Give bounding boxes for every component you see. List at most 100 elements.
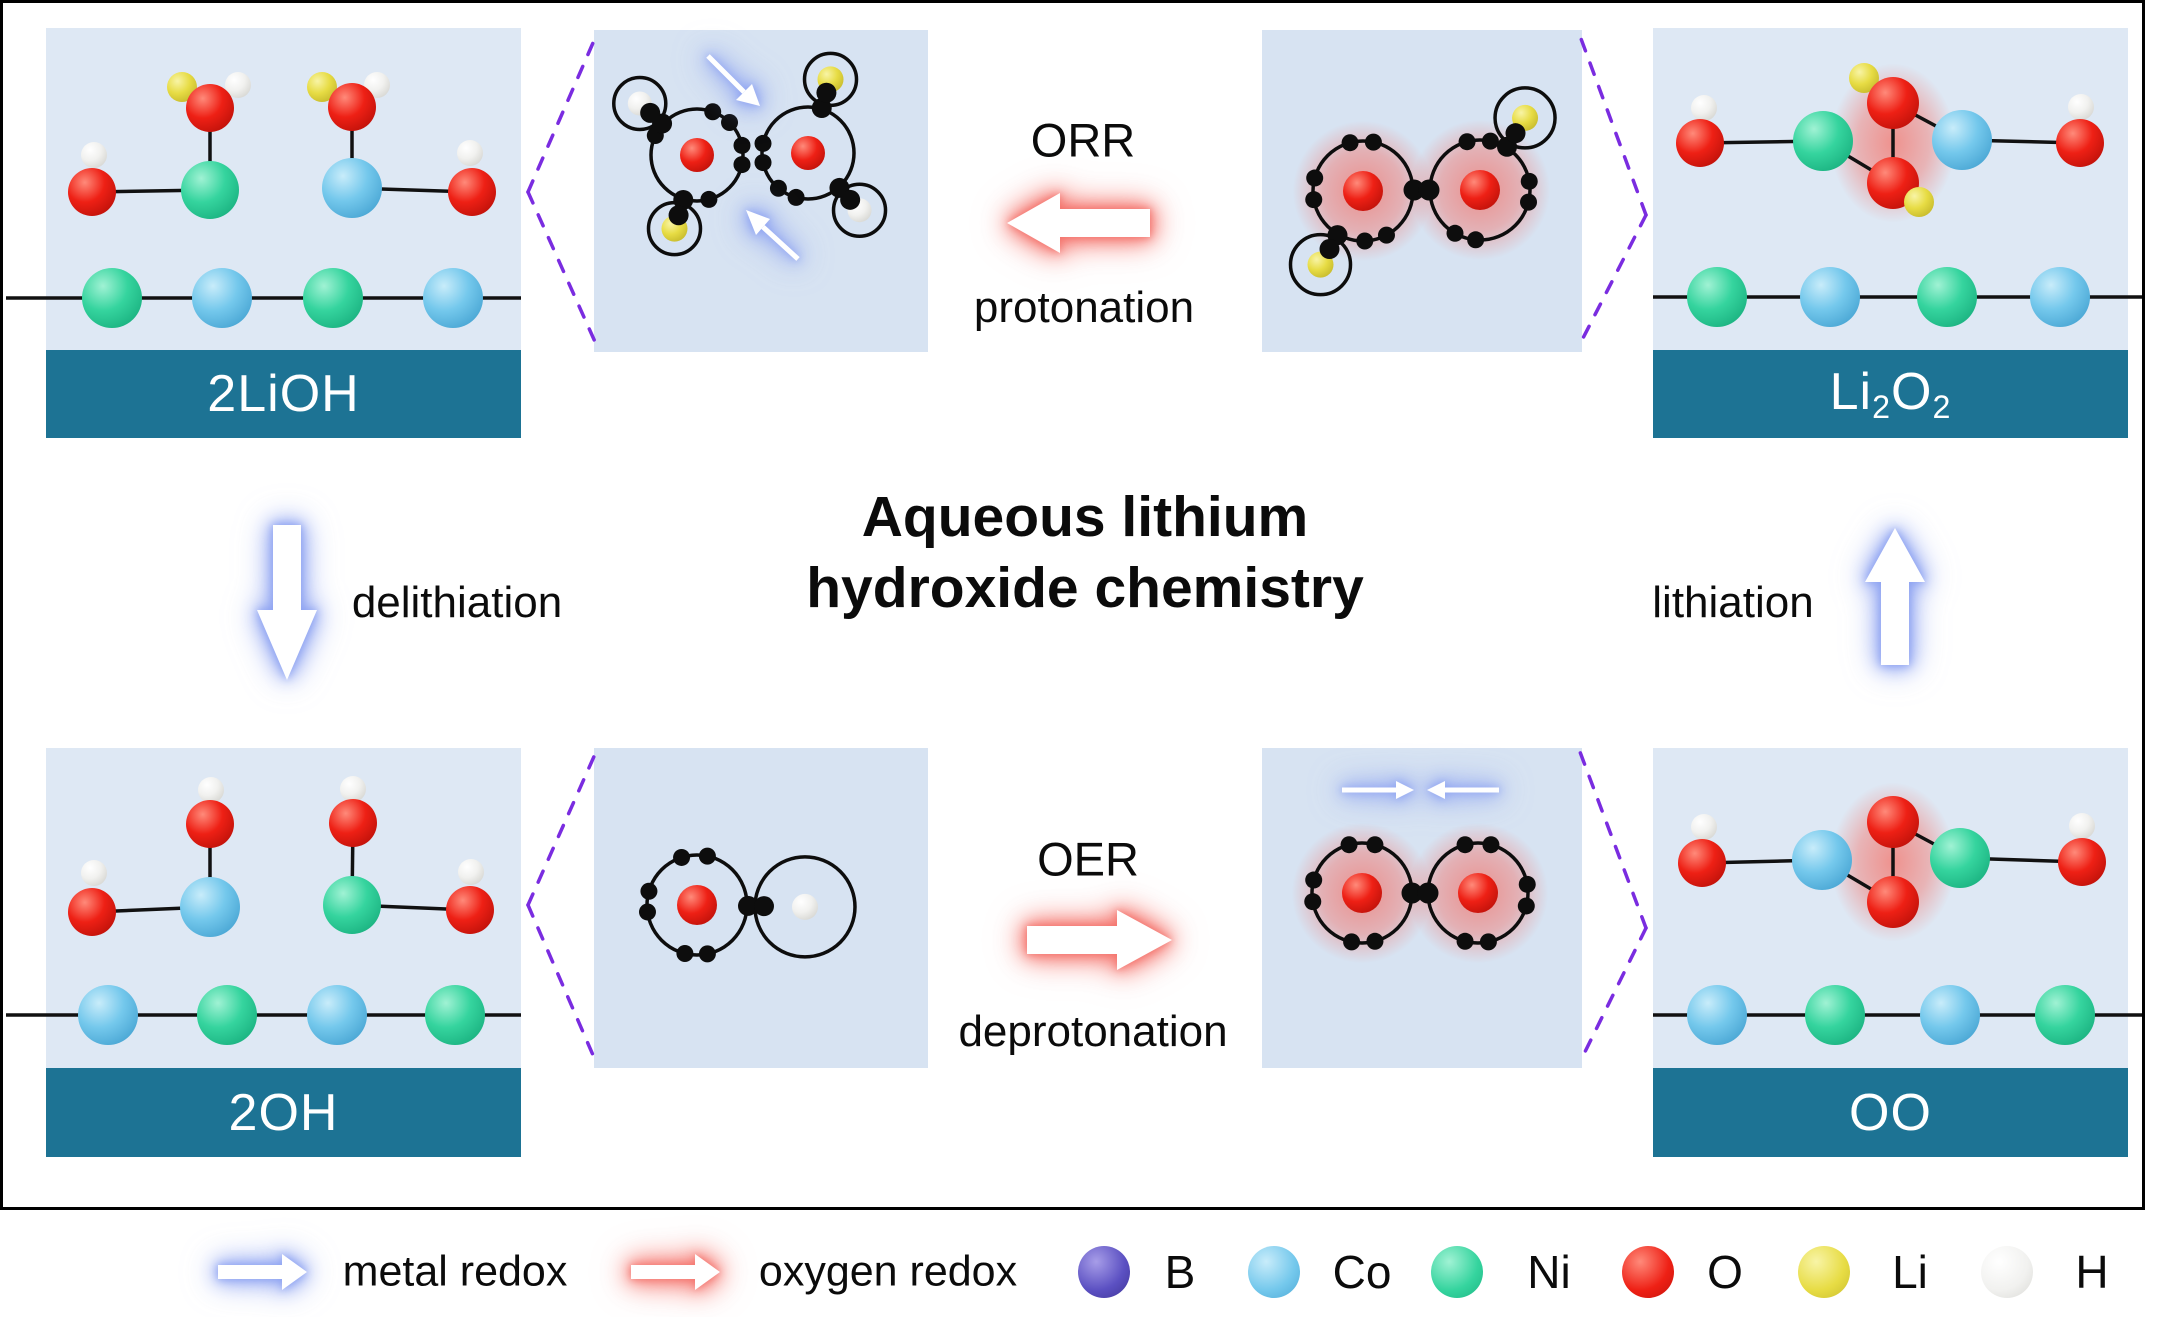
atom-o xyxy=(1460,170,1500,210)
atom-o xyxy=(1458,873,1498,913)
legend-atom-ni-swatch xyxy=(1431,1246,1483,1298)
electron-dot xyxy=(1520,172,1538,190)
atom-h xyxy=(81,142,107,168)
electron-approach-arrows-top xyxy=(706,54,800,261)
electron-dot xyxy=(673,848,691,866)
orbital-circle xyxy=(612,75,668,132)
bonding-electron-pair xyxy=(753,896,774,917)
legend-atom-o-swatch xyxy=(1622,1246,1674,1298)
bonding-electron-pair xyxy=(737,895,758,916)
electron-dot xyxy=(704,103,722,121)
electron-dot xyxy=(640,882,658,900)
electron-dot xyxy=(698,847,716,865)
state-bar-2oh: 2OH xyxy=(46,1068,521,1157)
electron-dot xyxy=(1305,191,1323,209)
electron-dot xyxy=(1305,871,1323,889)
atom-li xyxy=(307,72,337,102)
atom-li xyxy=(167,72,197,102)
atom-ni xyxy=(197,985,257,1045)
delithiation-label: delithiation xyxy=(351,578,563,627)
atom-ni xyxy=(303,268,363,328)
atom-o xyxy=(1867,77,1919,129)
zoom-callout-lines xyxy=(526,34,1648,1064)
legend-atom-li-label: Li xyxy=(1892,1246,1928,1298)
atom-o xyxy=(1676,119,1724,167)
atom-o xyxy=(328,83,376,131)
zoom-panel-2lioh xyxy=(594,30,928,352)
electron-orbit xyxy=(649,107,745,203)
orbital-circle xyxy=(1493,86,1557,150)
atom-o xyxy=(186,800,234,848)
atom-ni xyxy=(1793,111,1853,171)
atom-h xyxy=(81,860,107,886)
electron-dot xyxy=(700,190,718,208)
legend-atom-co-label: Co xyxy=(1332,1246,1392,1298)
atom-o xyxy=(680,138,714,172)
bonding-electron-pair xyxy=(640,102,661,123)
figure-title-line2: hydroxide chemistry xyxy=(806,556,1364,620)
atom-h xyxy=(225,72,251,98)
atom-h xyxy=(791,893,818,920)
deprotonation-label: deprotonation xyxy=(958,1007,1228,1056)
atom-h xyxy=(364,72,390,98)
atom-ni xyxy=(1805,985,1865,1045)
legend-atom-h-label: H xyxy=(2075,1246,2109,1298)
state-bar-oo: OO xyxy=(1653,1068,2128,1157)
bonding-electron-pair xyxy=(1319,239,1340,260)
electron-dot xyxy=(1340,836,1358,854)
state-bar-li2o2: Li2O2 xyxy=(1653,350,2128,438)
electron-dot xyxy=(721,113,739,131)
state-label-oo: OO xyxy=(1849,1083,1932,1142)
atom-co xyxy=(1920,985,1980,1045)
legend-metal-redox-arrow xyxy=(218,1254,307,1290)
molecule-layer xyxy=(6,41,2142,1045)
bonding-electron-pair xyxy=(668,205,689,226)
bonding-electron-pair xyxy=(1505,123,1526,144)
legend-atom-h-swatch xyxy=(1981,1246,2033,1298)
legend-atom-li-swatch xyxy=(1798,1246,1850,1298)
orr-arrow xyxy=(1007,193,1150,253)
atom-co xyxy=(1800,267,1860,327)
atom-li xyxy=(1904,187,1934,217)
lithiation-label: lithiation xyxy=(1652,578,1814,627)
atom-co xyxy=(1792,830,1852,890)
bonding-electron-pair xyxy=(1403,179,1425,201)
atom-h xyxy=(2068,94,2094,120)
atom-o xyxy=(2058,838,2106,886)
electron-dot xyxy=(1304,893,1322,911)
electron-dot xyxy=(1364,133,1382,151)
orbital-circle xyxy=(831,182,888,238)
atom-h xyxy=(1691,814,1717,840)
electron-pairing-arrows-bottom xyxy=(1342,781,1499,799)
atom-ni xyxy=(82,268,142,328)
atom-o xyxy=(329,799,377,847)
electron-dot xyxy=(1356,232,1374,250)
electron-dot xyxy=(1520,193,1538,211)
legend-atom-o-label: O xyxy=(1707,1246,1743,1298)
state-label-2lioh: 2LiOH xyxy=(207,365,360,423)
delithiation-arrow xyxy=(257,525,317,680)
atom-h xyxy=(198,777,224,803)
atom-o xyxy=(1867,876,1919,928)
protonation-label: protonation xyxy=(973,283,1195,332)
atom-co xyxy=(322,158,382,218)
atom-co xyxy=(78,985,138,1045)
atom-co xyxy=(180,877,240,937)
atom-h xyxy=(458,859,484,885)
electron-dot xyxy=(1458,133,1476,151)
atom-ni xyxy=(1917,267,1977,327)
atom-h xyxy=(457,140,483,166)
electron-dot xyxy=(754,134,772,152)
atom-o xyxy=(677,885,717,925)
atom-o xyxy=(1678,839,1726,887)
atom-co xyxy=(1932,110,1992,170)
bonding-electron-pair xyxy=(1418,179,1440,201)
atom-o xyxy=(68,888,116,936)
electron-dot xyxy=(1366,836,1384,854)
atom-h xyxy=(1691,95,1717,121)
electron-dot xyxy=(1467,231,1485,249)
legend-oxygen-redox-arrow xyxy=(631,1254,720,1290)
oer-arrow xyxy=(1027,910,1172,970)
atom-co xyxy=(2030,267,2090,327)
